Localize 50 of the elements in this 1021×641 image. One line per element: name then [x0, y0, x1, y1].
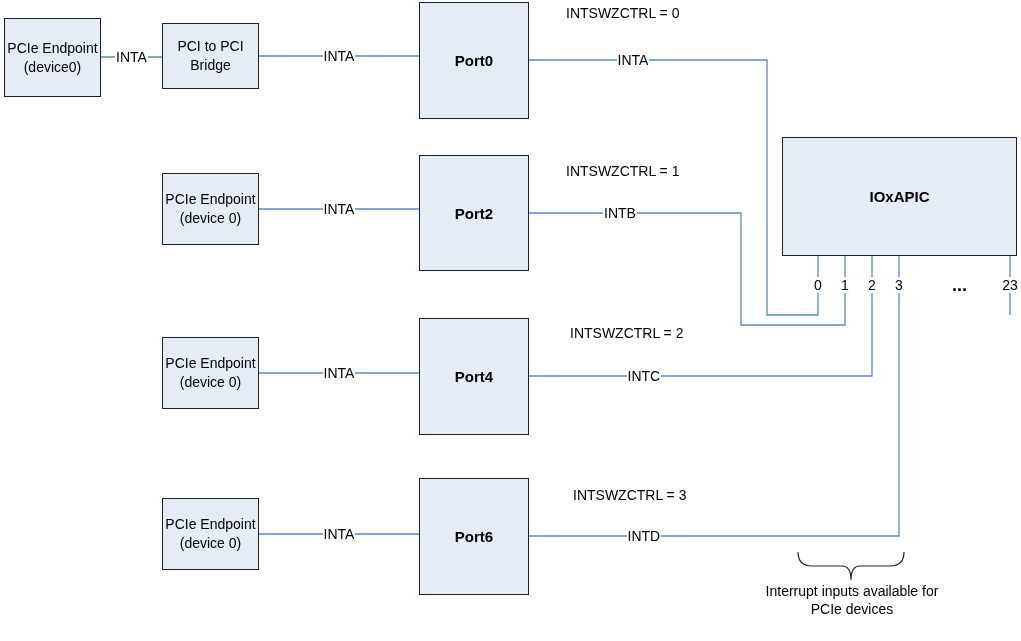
device-box — [4, 18, 101, 97]
node-label: PCIe Endpoint (device 0) — [164, 515, 257, 553]
connector-line — [844, 255, 846, 278]
node-label: Port2 — [454, 203, 494, 223]
device-box — [162, 498, 259, 570]
note: Interrupt inputs available for PCIe devices — [764, 582, 940, 618]
edge-label: INTA — [322, 365, 356, 381]
setting-label: INTSWZCTRL = 2 — [570, 324, 684, 343]
node-label: Port6 — [454, 527, 494, 546]
connector-line — [1009, 292, 1011, 316]
edge-label: INTA — [616, 52, 650, 68]
connector-line — [1009, 255, 1011, 278]
node-label: Port4 — [454, 367, 494, 386]
setting-label: INTSWZCTRL = 1 — [566, 162, 680, 181]
connector-line — [528, 292, 873, 377]
edge-label: INTC — [626, 368, 662, 384]
device-box — [162, 173, 259, 245]
edge-label: INTA — [322, 201, 356, 217]
pin-number: 23 — [999, 277, 1021, 293]
setting-label: INTSWZCTRL = 3 — [573, 486, 687, 505]
edge-label: INTD — [626, 528, 662, 544]
controller-box — [782, 137, 1017, 256]
node-label: IOxAPIC — [869, 187, 930, 206]
device-box — [162, 337, 259, 409]
port-box — [419, 2, 529, 119]
edge-label: INTA — [322, 526, 356, 542]
connector-line — [528, 292, 900, 537]
ellipsis: ... — [952, 276, 967, 295]
setting-label: INTSWZCTRL = 0 — [566, 4, 680, 23]
port-box — [419, 478, 529, 595]
port-box — [419, 318, 529, 435]
pin-number: 3 — [891, 277, 907, 293]
connector-line — [528, 212, 846, 326]
node-label: PCI to PCI Bridge — [176, 37, 245, 75]
pin-number: 2 — [864, 277, 880, 293]
connector-line — [817, 255, 819, 278]
node-label: PCIe Endpoint (device 0) — [164, 354, 257, 392]
connector-line — [898, 255, 900, 278]
node-label: PCIe Endpoint (device0) — [6, 38, 99, 77]
connector-line — [528, 59, 819, 316]
device-box — [162, 23, 259, 89]
node-label: PCIe Endpoint (device 0) — [164, 190, 257, 228]
edge-label: INTA — [115, 49, 148, 65]
port-box — [419, 155, 529, 271]
connector-line — [871, 255, 873, 278]
edge-label: INTB — [603, 205, 637, 221]
pin-number: 1 — [837, 277, 853, 293]
edge-label: INTA — [322, 48, 356, 64]
pin-number: 0 — [810, 277, 826, 293]
node-label: Port0 — [454, 51, 494, 70]
